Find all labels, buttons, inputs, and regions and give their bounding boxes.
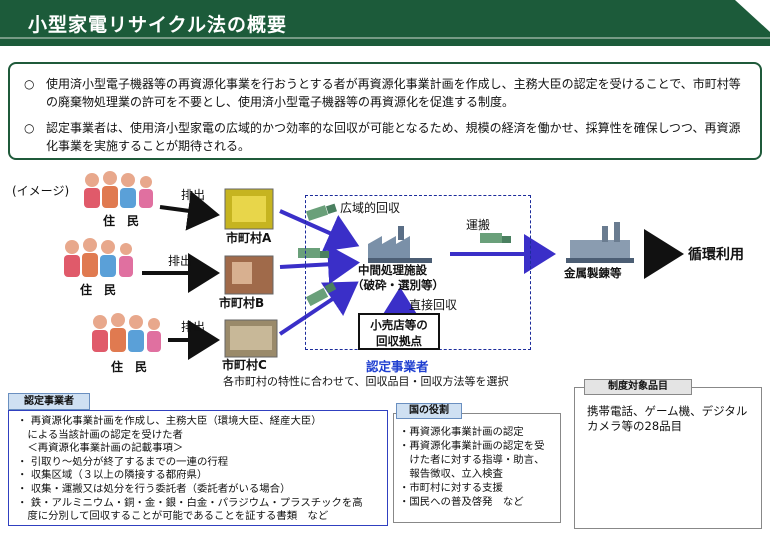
recycling-label: 循環利用 [688,247,744,263]
selection-note: 各市町村の特性に合わせて、回収品目・回収方法等を選択 [223,375,509,388]
resident-label: 住 民 [80,283,117,297]
certified-operator-header: 認定事業者 [8,393,90,410]
target-line: カメラ等の28品目 [587,419,683,433]
list-item: ・ 再資源化事業計画を作成し、主務大臣（環境大臣、経産大臣） [17,415,322,427]
certified-operator-label: 認定事業者 [366,359,429,374]
target-line: 携帯電話、ゲーム機、デジタル [587,404,748,418]
truck-icon [480,233,511,243]
truck-icon [298,248,329,258]
municipality-label: 市町村C [222,358,267,372]
intermediate-facility-sublabel: （破砕・選別等） [352,278,444,292]
wide-area-arrow [278,281,359,336]
page-title: 小型家電リサイクル法の概要 [28,14,288,36]
intermediate-facility-label: 中間処理施設 [358,263,427,277]
smelter-label: 金属製錬等 [564,266,622,280]
bullet-mark: ○ [24,121,35,135]
list-item: ・ 鉄・アルミニウム・銅・金・銀・白金・パラジウム・プラスチックを高 [17,496,363,509]
direct-collection-label: 直接回収 [409,298,458,312]
summary-box: ○ 使用済小型電子機器等の再資源化事業を行おうとする者が再資源化事業計画を作成し… [8,62,762,160]
list-item: けた者に対する指導・助言、 [399,454,545,466]
wide-area-arrow [279,209,360,252]
resident-group-icon [92,313,161,352]
list-item: ・再資源化事業計画の認定 [399,426,524,438]
municipality-label: 市町村A [226,231,272,245]
national-role-box: ・再資源化事業計画の認定 ・再資源化事業計画の認定を受 けた者に対する指導・助言… [393,413,561,523]
target-items-header: 制度対象品目 [584,379,692,395]
list-item: ＜再資源化事業計画の記載事項＞ [17,442,184,455]
municipality-label: 市町村B [219,296,265,310]
discharge-label: 排出 [181,188,206,202]
discharge-label: 排出 [168,254,193,268]
title-banner [0,0,770,46]
retail-collection-point: 小売店等の 回収拠点 [358,313,440,350]
list-item: 度に分別して回収することが可能であることを証する書類 など [17,510,329,523]
summary-text: 認定事業者は、使用済小型家電の広域的かつ効率的な回収が可能となるため、規模の経済… [46,121,741,153]
resident-group-icon [64,238,133,277]
resident-label: 住 民 [103,214,140,228]
truck-icon [305,282,337,307]
summary-item: ○ 使用済小型電子機器等の再資源化事業を行おうとする者が再資源化事業計画を作成し… [24,75,744,111]
list-item: ・市町村に対する支援 [399,482,503,494]
list-item: ・国民への普及啓発 など [399,496,524,508]
image-label: (イメージ) [12,184,70,198]
list-item: ・ 引取り～処分が終了するまでの一連の行程 [17,455,229,468]
factory-icon [368,226,432,263]
resident-label: 住 民 [111,360,148,374]
target-items-text: 携帯電話、ゲーム機、デジタル カメラ等の28品目 [587,404,747,434]
certified-operator-details: ・ 再資源化事業計画を作成し、主務大臣（環境大臣、経産大臣） による当該計画の認… [8,410,388,526]
wide-area-collection-label: 広域的回収 [340,201,401,215]
transport-label: 運搬 [466,218,491,232]
summary-item: ○ 認定事業者は、使用済小型家電の広域的かつ効率的な回収が可能となるため、規模の… [24,119,744,155]
resident-group-icon [84,171,153,208]
list-item: ・ 収集・運搬又は処分を行う委託者（委託者がいる場合） [17,483,291,495]
smelter-icon [566,222,634,263]
discharge-label: 排出 [181,320,206,334]
retail-label: 小売店等の [370,318,428,332]
national-role-header: 国の役割 [396,403,462,419]
list-item: による当該計画の認定を受けた者 [17,428,183,441]
truck-icon [305,203,337,221]
bullet-mark: ○ [24,77,35,91]
wide-area-arrow [279,244,360,285]
retail-label: 回収拠点 [376,334,422,348]
list-item: 報告徴収、立入検査 [399,468,503,480]
summary-text: 使用済小型電子機器等の再資源化事業を行おうとする者が再資源化事業計画を作成し、主… [46,77,741,109]
discharge-arrow [159,190,220,231]
target-items-box: 携帯電話、ゲーム機、デジタル カメラ等の28品目 [574,387,762,529]
list-item: ・再資源化事業計画の認定を受 [399,440,545,452]
list-item: ・ 収集区域（３以上の隣接する都府県） [17,469,208,482]
